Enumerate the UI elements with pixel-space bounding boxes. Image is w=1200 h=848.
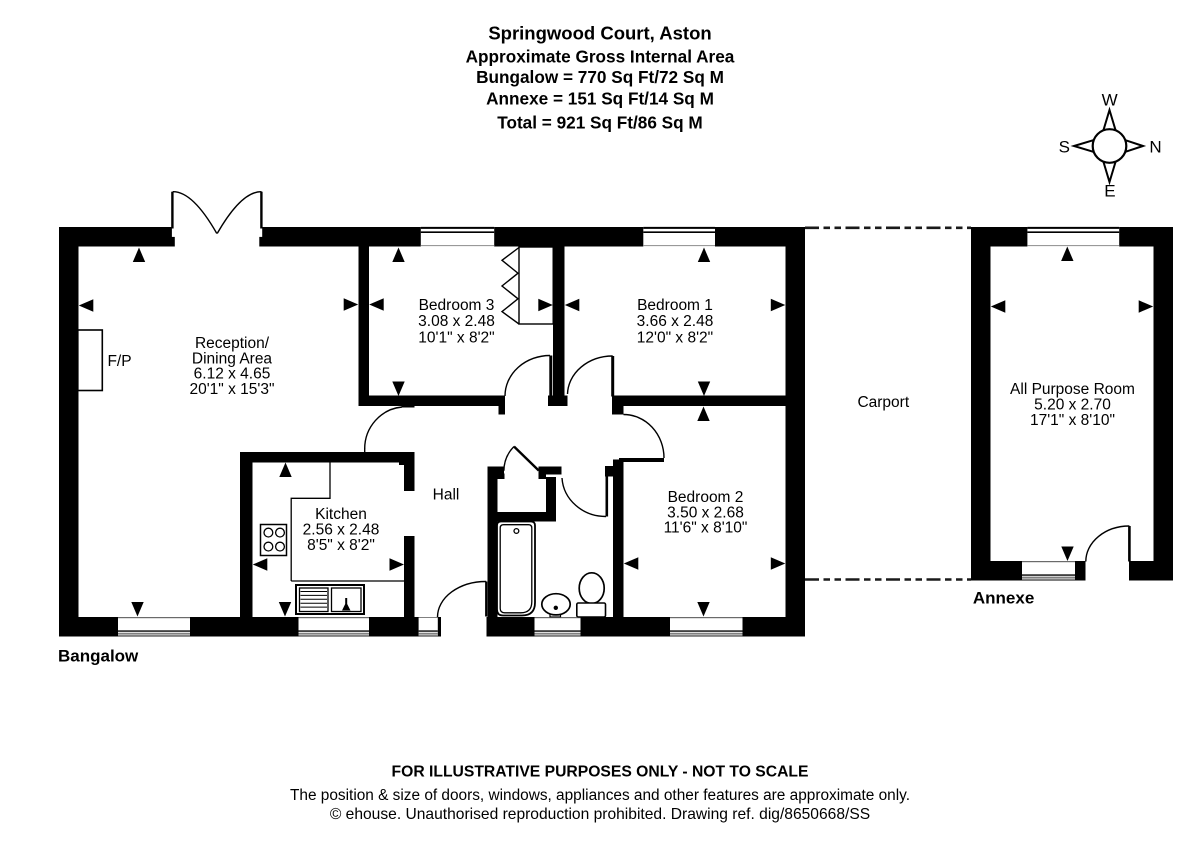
svg-text:Hall: Hall [433,487,460,504]
svg-text:6.12 x 4.65: 6.12 x 4.65 [194,366,271,383]
svg-text:Dining Area: Dining Area [192,350,273,367]
svg-text:Bungalow = 770 Sq Ft/72 Sq M: Bungalow = 770 Sq Ft/72 Sq M [476,67,724,87]
svg-text:12'0" x 8'2": 12'0" x 8'2" [637,329,713,346]
svg-text:Annexe: Annexe [973,589,1034,608]
svg-text:3.50 x 2.68: 3.50 x 2.68 [667,504,744,521]
svg-text:N: N [1149,137,1161,156]
svg-text:F/P: F/P [107,353,131,370]
svg-text:2.56 x 2.48: 2.56 x 2.48 [303,522,380,539]
svg-text:Approximate Gross Internal Are: Approximate Gross Internal Area [466,46,735,66]
svg-text:S: S [1059,137,1070,156]
svg-text:Bedroom 3: Bedroom 3 [419,297,495,314]
svg-text:Kitchen: Kitchen [315,506,367,523]
svg-text:3.66 x 2.48: 3.66 x 2.48 [637,313,714,330]
svg-text:17'1" x 8'10": 17'1" x 8'10" [1030,412,1115,429]
svg-text:Carport: Carport [857,394,909,411]
svg-text:20'1" x 15'3": 20'1" x 15'3" [189,381,274,398]
svg-text:Bangalow: Bangalow [58,647,139,666]
svg-text:Reception/: Reception/ [195,335,270,352]
svg-text:Bedroom 1: Bedroom 1 [637,297,713,314]
svg-text:All Purpose Room: All Purpose Room [1010,381,1135,398]
svg-text:8'5" x 8'2": 8'5" x 8'2" [307,537,375,554]
svg-text:Springwood Court, Aston: Springwood Court, Aston [488,23,711,44]
svg-text:11'6" x 8'10": 11'6" x 8'10" [664,520,748,537]
svg-text:E: E [1104,182,1115,201]
svg-text:5.20 x 2.70: 5.20 x 2.70 [1034,397,1111,414]
svg-text:W: W [1102,90,1118,109]
svg-text:3.08 x 2.48: 3.08 x 2.48 [418,313,495,330]
svg-text:The position & size of doors,: The position & size of doors, windows, a… [290,787,910,804]
svg-text:Annexe = 151 Sq Ft/14 Sq M: Annexe = 151 Sq Ft/14 Sq M [486,88,714,108]
svg-text:Bedroom 2: Bedroom 2 [668,489,744,506]
svg-text:Total = 921 Sq Ft/86 Sq M: Total = 921 Sq Ft/86 Sq M [497,112,703,132]
svg-text:FOR ILLUSTRATIVE PURPOSES ONLY: FOR ILLUSTRATIVE PURPOSES ONLY - NOT TO … [392,764,809,781]
svg-text:© ehouse. Unauthorised reprodu: © ehouse. Unauthorised reproduction proh… [330,806,870,823]
svg-text:10'1" x 8'2": 10'1" x 8'2" [418,329,494,346]
